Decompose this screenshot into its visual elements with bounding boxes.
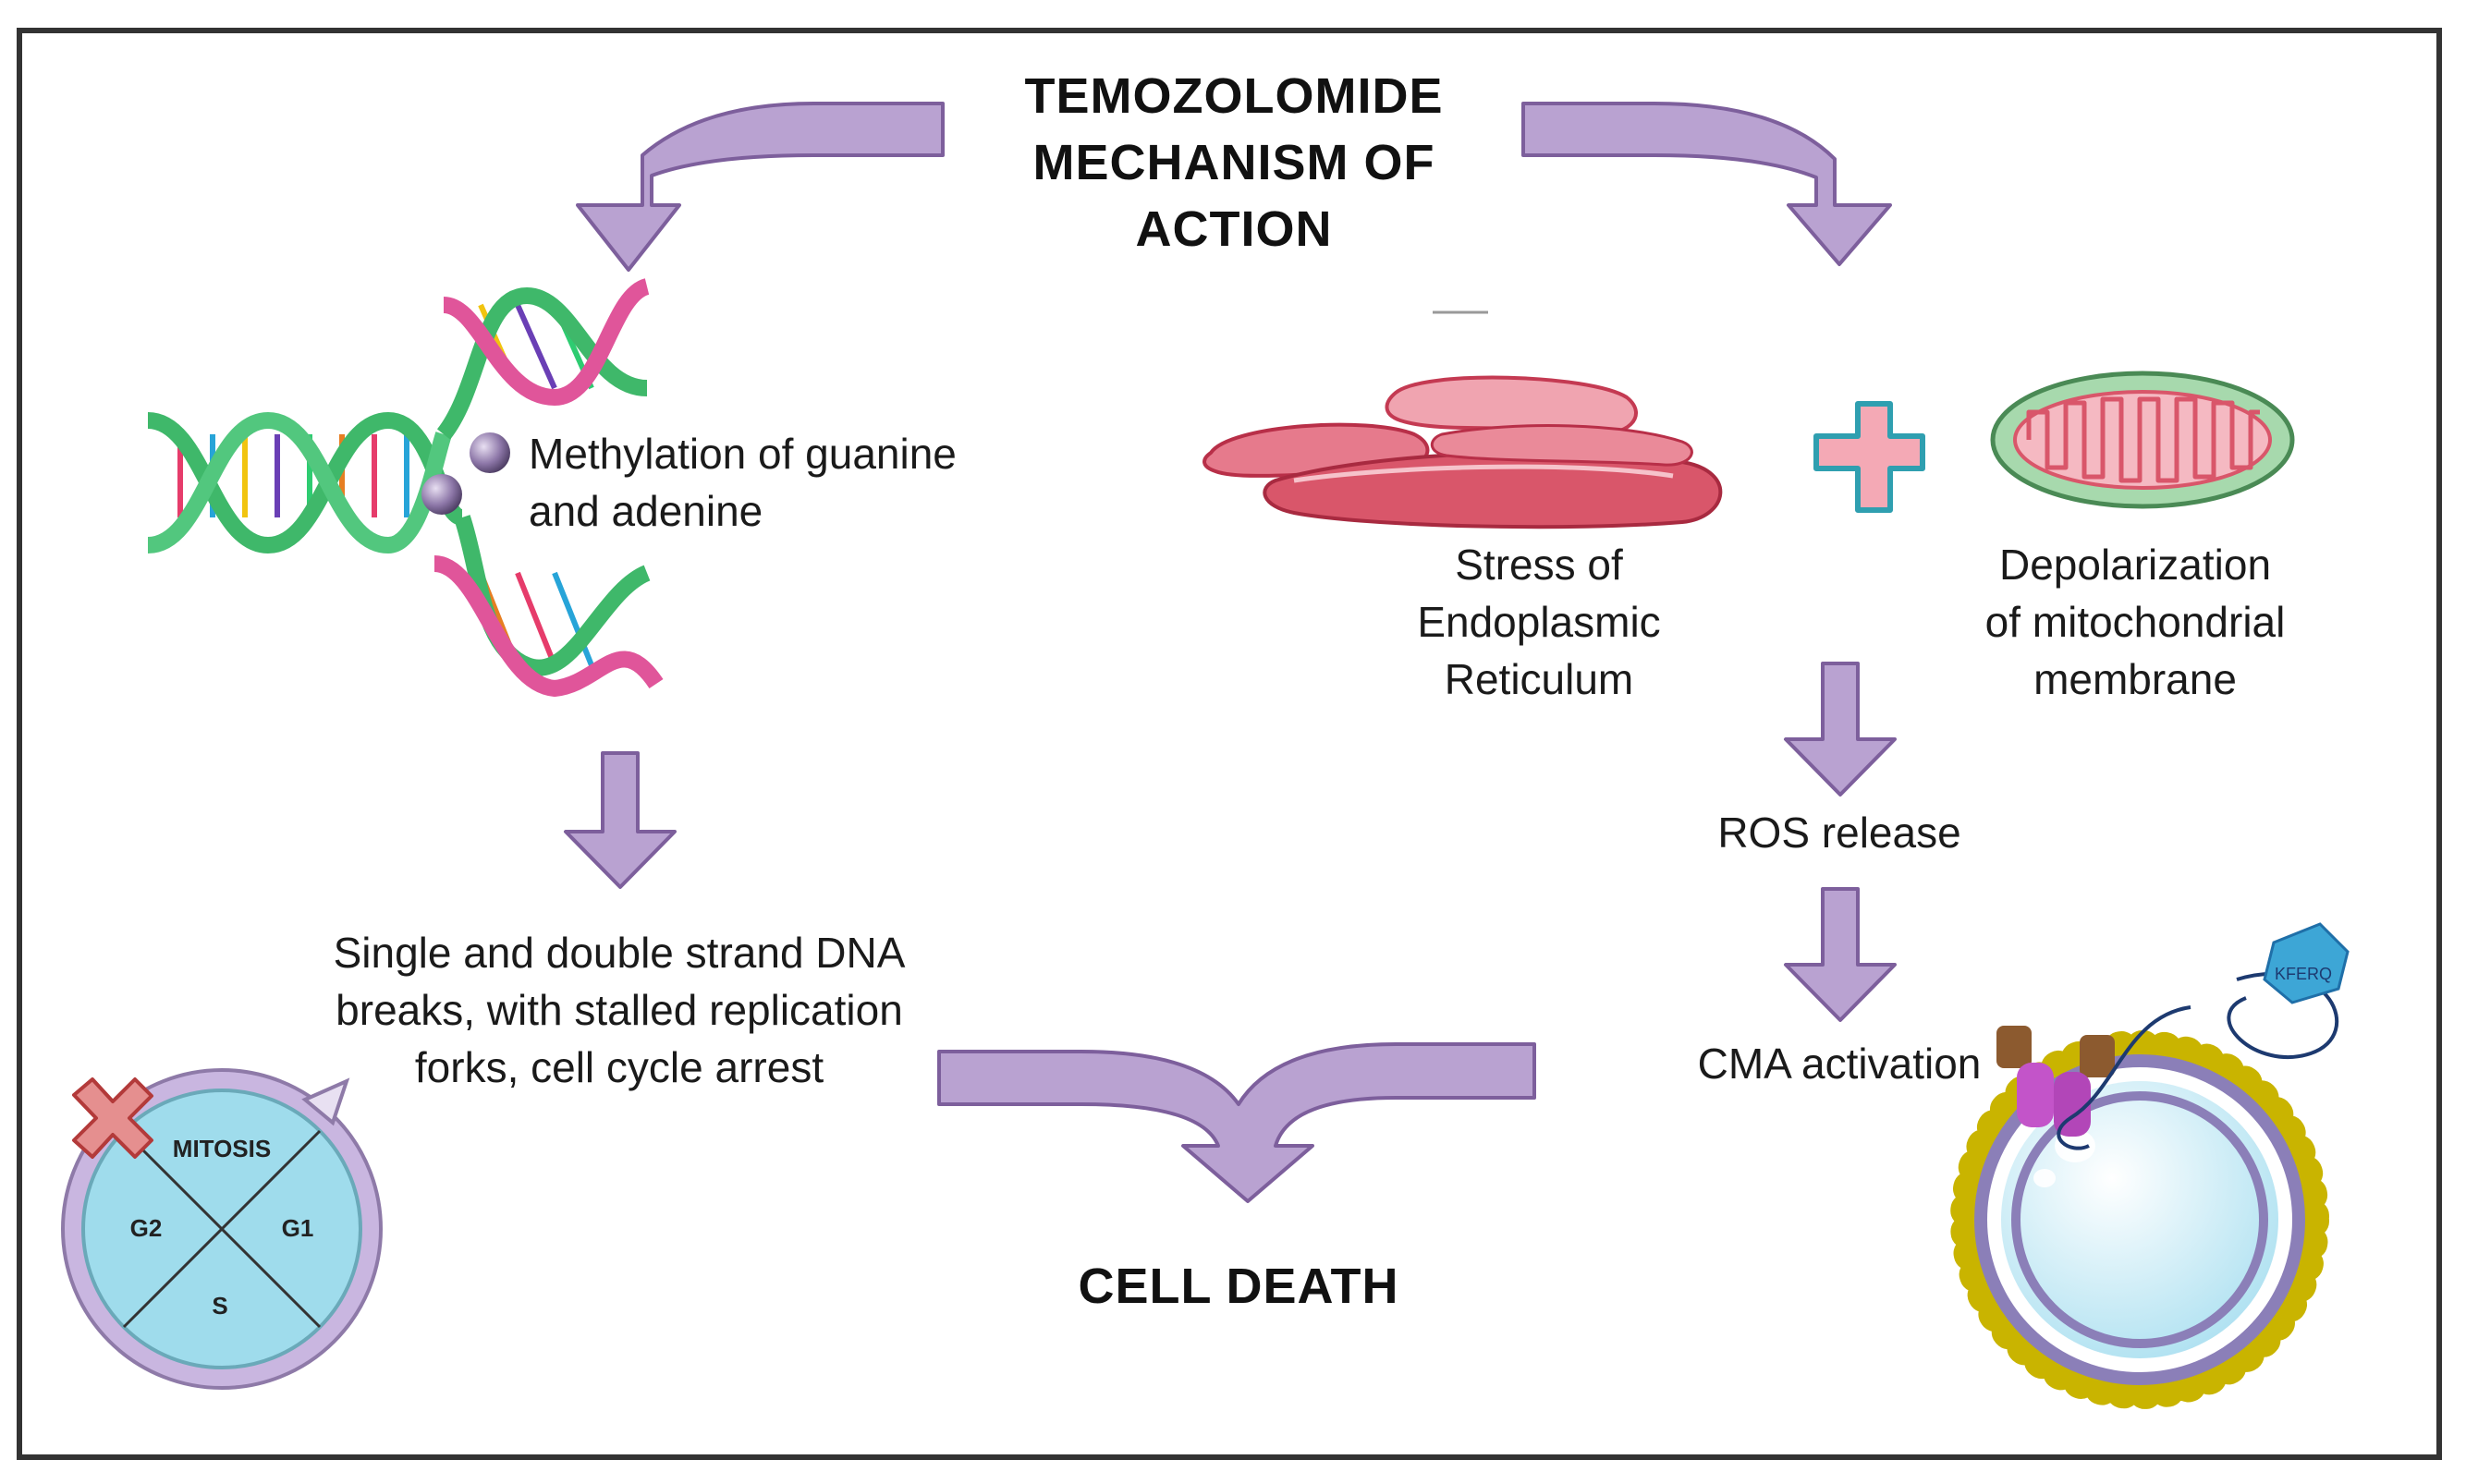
plus-icon (1813, 401, 1925, 513)
phase-g1: G1 (282, 1214, 314, 1242)
dna-breaks-line-2: breaks, with stalled replication (336, 986, 903, 1034)
phase-s: S (212, 1292, 227, 1320)
er-stress-line-3: Reticulum (1444, 655, 1634, 703)
title-line-3: ACTION (1135, 201, 1333, 257)
down-arrow-dna (564, 751, 677, 889)
lysosome-illustration: KFERQ (1950, 922, 2350, 1409)
dna-breaks-line-3: forks, cell cycle arrest (414, 1043, 824, 1091)
dna-breaks-label: Single and double strand DNA breaks, wit… (277, 924, 961, 1096)
methyl-bead-icon (470, 432, 510, 473)
endoplasmic-reticulum-illustration (1202, 310, 1723, 529)
merge-arrow-cell-death (937, 1042, 1536, 1203)
mito-depolarization-label: Depolarization of mitochondrial membrane (1923, 536, 2348, 708)
er-stress-line-1: Stress of (1455, 541, 1623, 589)
phase-g2: G2 (130, 1214, 163, 1242)
page-title: TEMOZOLOMIDE MECHANISM OF ACTION (961, 63, 1507, 262)
down-arrow-ros (1784, 662, 1897, 797)
curved-arrow-left (576, 102, 945, 272)
cma-activation-label: CMA activation (1697, 1040, 1982, 1088)
er-stress-label: Stress of Endoplasmic Reticulum (1331, 536, 1747, 708)
dna-helix-illustration (146, 278, 664, 698)
mito-line-2: of mitochondrial (1984, 598, 2286, 646)
down-arrow-cma (1784, 887, 1897, 1022)
title-line-2: MECHANISM OF (1032, 135, 1435, 190)
dna-breaks-line-1: Single and double strand DNA (333, 929, 906, 977)
methyl-bead-icon (421, 474, 462, 515)
methylation-line-1: Methylation of guanine (529, 430, 957, 478)
curved-arrow-right (1521, 102, 1892, 266)
methylation-label: Methylation of guanine and adenine (529, 425, 1046, 540)
mitochondrion-illustration (1990, 371, 2295, 509)
ros-release-label: ROS release (1717, 809, 1961, 857)
cell-death-label: CELL DEATH (1078, 1259, 1399, 1314)
kferq-motif-label: KFERQ (2275, 965, 2332, 983)
cross-mark-icon (72, 1077, 153, 1159)
er-stress-line-2: Endoplasmic (1417, 598, 1661, 646)
mito-line-3: membrane (2033, 655, 2237, 703)
title-line-1: TEMOZOLOMIDE (1024, 68, 1444, 124)
methylation-line-2: and adenine (529, 487, 763, 535)
mito-line-1: Depolarization (1998, 541, 2272, 589)
phase-mitosis: MITOSIS (173, 1135, 271, 1162)
